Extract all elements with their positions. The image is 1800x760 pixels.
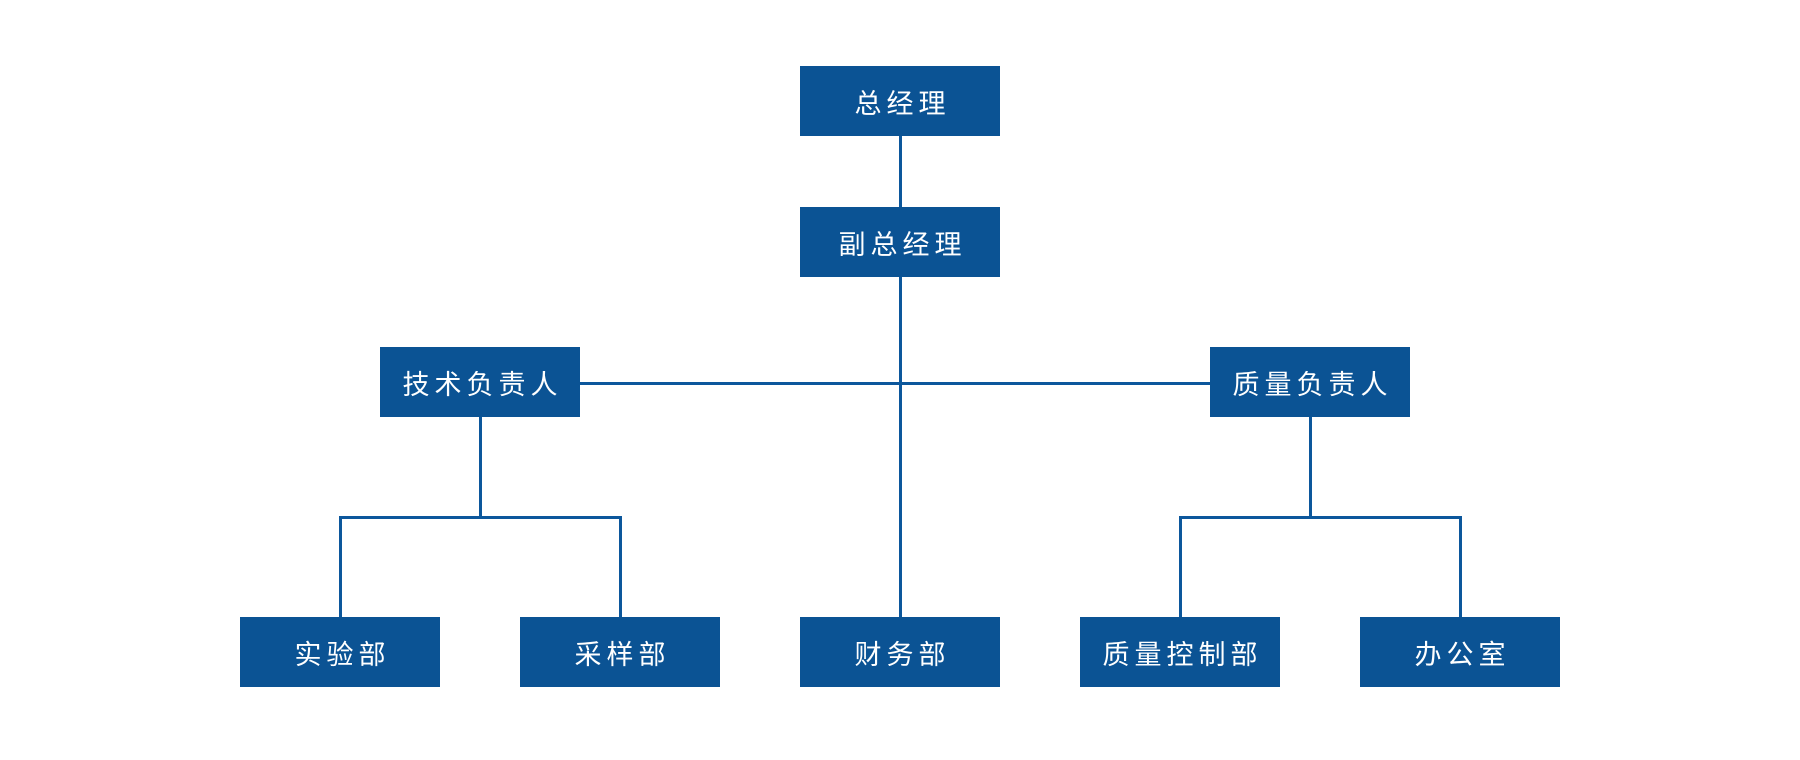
node-label: 质量控制部 xyxy=(1102,639,1263,670)
node-label: 办公室 xyxy=(1414,639,1511,670)
node-label: 副总经理 xyxy=(838,229,967,260)
node-label: 质量负责人 xyxy=(1232,369,1393,400)
node-label: 技术负责人 xyxy=(402,369,563,400)
node-finance-dept: 财务部 xyxy=(800,617,1000,687)
connector-right-branch-crossbar xyxy=(1178,515,1462,519)
connector-tech-drop xyxy=(478,417,482,519)
node-deputy-general-manager: 副总经理 xyxy=(800,207,1000,277)
connector-dgm-to-finance xyxy=(898,277,902,617)
node-technical-director: 技术负责人 xyxy=(380,347,580,417)
connector-to-office xyxy=(1458,517,1462,617)
node-quality-director: 质量负责人 xyxy=(1210,347,1410,417)
connector-tech-quality-crossbar xyxy=(580,381,1210,385)
connector-left-branch-crossbar xyxy=(338,515,622,519)
node-general-manager: 总经理 xyxy=(800,66,1000,136)
node-label: 财务部 xyxy=(854,639,951,670)
node-label: 总经理 xyxy=(854,88,951,119)
connector-to-sampling xyxy=(618,517,622,617)
connector-quality-drop xyxy=(1308,417,1312,519)
connector-gm-to-dgm xyxy=(898,136,902,207)
node-quality-control-dept: 质量控制部 xyxy=(1080,617,1280,687)
connector-to-laboratory xyxy=(338,517,342,617)
node-label: 实验部 xyxy=(294,639,391,670)
node-label: 采样部 xyxy=(574,639,671,670)
node-sampling-dept: 采样部 xyxy=(520,617,720,687)
node-laboratory-dept: 实验部 xyxy=(240,617,440,687)
connector-to-quality-control xyxy=(1178,517,1182,617)
node-office: 办公室 xyxy=(1360,617,1560,687)
